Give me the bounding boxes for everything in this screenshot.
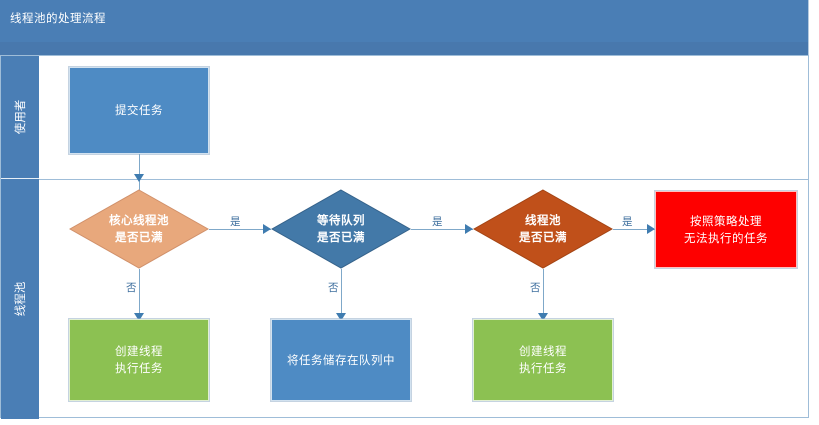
- swimlane-header-threadpool: 线程池: [1, 179, 39, 419]
- node-create-thread-1-line2: 执行任务: [115, 361, 163, 375]
- node-reject-policy-line2: 无法执行的任务: [684, 230, 768, 245]
- swimlane-label-threadpool: 线程池: [13, 281, 27, 317]
- node-create-thread-2-line2: 执行任务: [519, 361, 567, 375]
- title-accent-strip: [0, 42, 809, 55]
- arrowhead-core-no: [134, 313, 144, 321]
- diamond-shape-core-pool: [69, 189, 209, 269]
- connector-queue-to-pool: [411, 229, 473, 230]
- edge-label-no-3: 否: [529, 282, 542, 295]
- swimlane-frame: 使用者 线程池 提交任务 核心线程池 是否已满 是: [0, 55, 809, 419]
- node-core-pool-full[interactable]: 核心线程池 是否已满: [69, 189, 209, 269]
- connector-pool-to-reject: [613, 229, 655, 230]
- swimlane-divider: [39, 179, 809, 180]
- connector-pool-no: [543, 269, 544, 321]
- arrowhead-submit-to-core: [134, 174, 144, 182]
- diamond-shape-queue: [271, 189, 411, 269]
- node-reject-policy[interactable]: 按照策略处理 无法执行的任务: [655, 191, 797, 268]
- node-create-thread-2[interactable]: 创建线程 执行任务: [473, 319, 613, 401]
- node-queue-full[interactable]: 等待队列 是否已满: [271, 189, 411, 269]
- edge-label-no-1: 否: [125, 282, 138, 295]
- node-submit-task[interactable]: 提交任务: [69, 67, 209, 154]
- page-title: 线程池的处理流程: [10, 11, 106, 25]
- arrowhead-pool-no: [538, 313, 548, 321]
- swimlane-label-user: 使用者: [13, 99, 27, 135]
- edge-label-yes-2: 是: [431, 216, 444, 229]
- node-pool-full[interactable]: 线程池 是否已满: [473, 189, 613, 269]
- edge-label-yes-1: 是: [229, 216, 242, 229]
- arrowhead-pool-to-reject: [647, 224, 655, 234]
- node-create-thread-1-line1: 创建线程: [115, 344, 163, 358]
- node-store-in-queue[interactable]: 将任务储存在队列中: [271, 319, 411, 401]
- arrowhead-queue-no: [336, 313, 346, 321]
- arrowhead-core-to-queue: [263, 224, 271, 234]
- edge-label-yes-3: 是: [621, 216, 634, 229]
- node-submit-task-line1: 提交任务: [115, 103, 163, 117]
- diagram-title-bar: 线程池的处理流程: [0, 0, 809, 42]
- node-create-thread-2-line1: 创建线程: [519, 344, 567, 358]
- diamond-shape-pool: [473, 189, 613, 269]
- swimlane-header-user: 使用者: [1, 56, 39, 179]
- node-store-in-queue-line1: 将任务储存在队列中: [287, 352, 395, 367]
- connector-core-no: [139, 269, 140, 321]
- node-create-thread-1[interactable]: 创建线程 执行任务: [69, 319, 209, 401]
- edge-label-no-2: 否: [327, 282, 340, 295]
- connector-queue-no: [341, 269, 342, 321]
- node-reject-policy-line1: 按照策略处理: [690, 213, 762, 228]
- arrowhead-queue-to-pool: [465, 224, 473, 234]
- connector-core-to-queue: [209, 229, 271, 230]
